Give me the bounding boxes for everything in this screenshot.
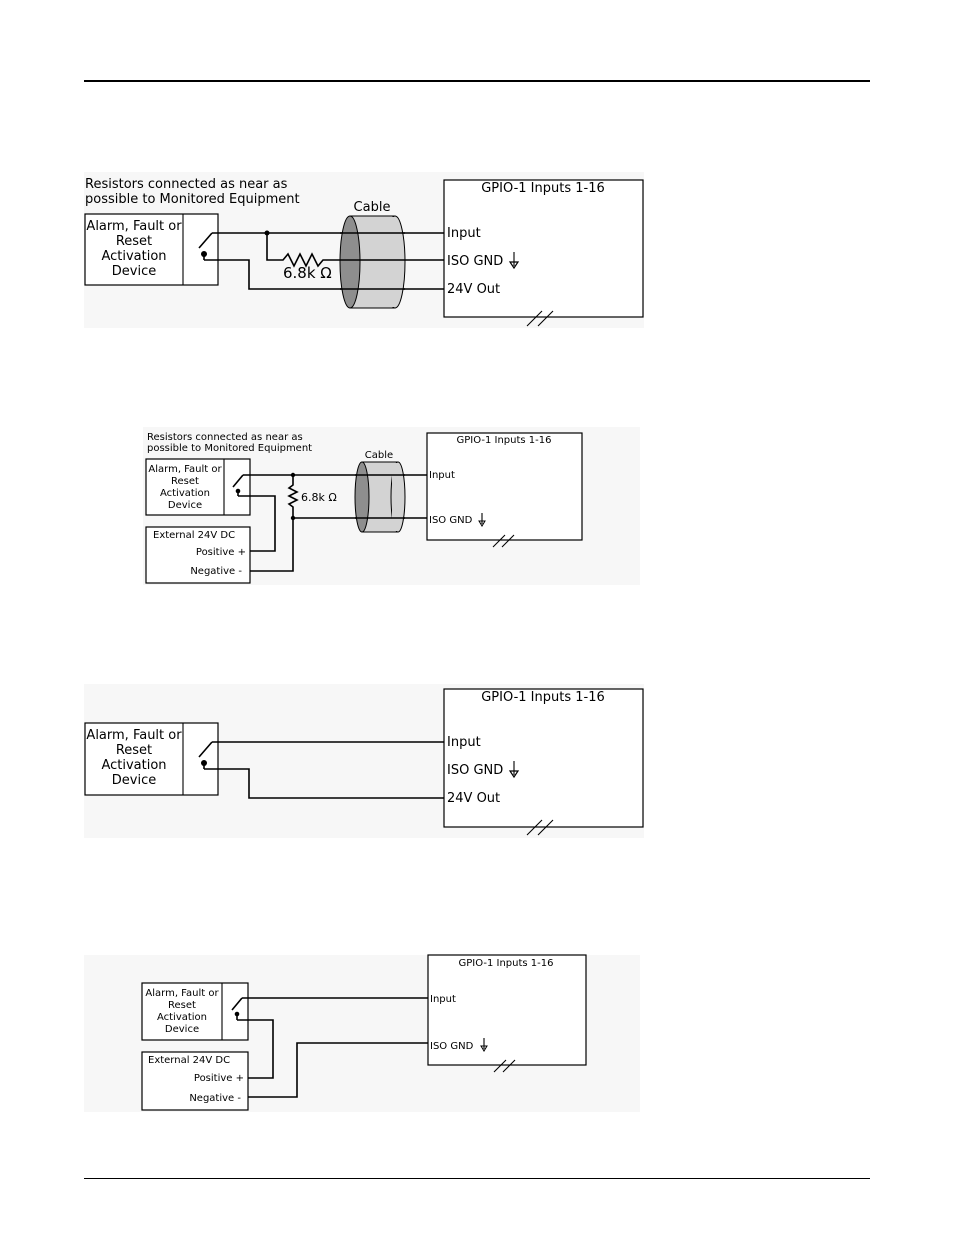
cable-label: Cable [354,200,391,215]
ground-icon [508,761,520,779]
contact-switch-icon [198,741,213,769]
pin-iso-gnd-label: ISO GND [447,763,503,778]
pin-input-label: Input [447,735,481,750]
supply-positive-label: Positive + [194,1073,244,1084]
pin-input-label: Input [430,994,456,1005]
pin-input-label: Input [429,470,455,481]
cable-icon [354,461,406,533]
gpio-title: GPIO-1 Inputs 1-16 [458,958,553,969]
device-label-line3: Activation [160,488,210,499]
gpio-module-box: GPIO-1 Inputs 1-16 Input ISO GND 24V Out [443,688,644,836]
footer-rule [84,1178,870,1179]
supply-negative-label: Negative - [189,1093,241,1104]
device-label-line3: Activation [157,1012,207,1023]
wiring-diagram-supervised-internal: Resistors connected as near as possible … [84,172,644,328]
supply-positive-label: Positive + [196,547,246,558]
break-mark-icon [492,534,515,548]
pin-iso-gnd-label: ISO GND [430,1041,474,1052]
pin-input-label: Input [447,226,481,241]
supply-title: External 24V DC [148,1055,230,1066]
activation-device-box: Alarm, Fault or Reset Activation Device [84,722,219,796]
ground-icon [508,252,520,270]
device-label-line3: Activation [101,249,166,264]
device-label-line1: Alarm, Fault or [86,728,182,743]
resistor-note-line1: Resistors connected as near as [85,177,288,192]
ground-icon [478,513,486,527]
gpio-title: GPIO-1 Inputs 1-16 [481,181,605,196]
device-label-line4: Device [112,264,156,279]
device-label-line4: Device [112,773,156,788]
positive-supply-wire [237,1019,274,1079]
contact-switch-icon [198,232,213,260]
pin-iso-gnd-label: ISO GND [447,254,503,269]
activation-device-box: Alarm, Fault or Reset Activation Device [84,213,219,286]
24v-out-wire [204,768,444,799]
activation-device-box: Alarm, Fault or Reset Activation Device [145,458,251,516]
device-label-line2: Reset [168,1000,196,1011]
device-label-line4: Device [165,1024,199,1035]
resistor-note-line2: possible to Monitored Equipment [147,443,312,454]
cable-label: Cable [365,450,393,461]
activation-device-box: Alarm, Fault or Reset Activation Device [141,982,249,1041]
gpio-title: GPIO-1 Inputs 1-16 [456,435,551,446]
gpio-module-box: GPIO-1 Inputs 1-16 Input ISO GND [426,432,583,548]
cable-icon [339,215,406,309]
break-mark-icon [526,310,554,327]
gpio-module-box: GPIO-1 Inputs 1-16 Input ISO GND 24V Out [443,179,644,327]
break-mark-icon [493,1059,516,1073]
wiring-diagram-unsupervised-external: Alarm, Fault or Reset Activation Device … [84,954,640,1112]
device-label-line1: Alarm, Fault or [145,988,219,999]
device-label-line1: Alarm, Fault or [148,464,222,475]
wiring-diagram-unsupervised-internal: Alarm, Fault or Reset Activation Device … [84,684,644,838]
supply-negative-label: Negative - [190,566,242,577]
device-label-line2: Reset [116,234,152,249]
gpio-title: GPIO-1 Inputs 1-16 [481,690,605,705]
pin-24v-out-label: 24V Out [447,282,500,297]
contact-switch-icon [232,474,244,496]
device-label-line1: Alarm, Fault or [86,219,182,234]
resistor-note-line2: possible to Monitored Equipment [85,192,300,207]
ground-icon [480,1038,488,1052]
device-label-line4: Device [168,500,202,511]
resistor-label: 6.8k Ω [301,491,337,504]
header-rule [84,80,870,82]
contact-switch-icon [231,997,243,1020]
break-mark-icon [526,819,554,836]
wiring-diagram-supervised-external: Resistors connected as near as possible … [143,427,640,585]
device-label-line3: Activation [101,758,166,773]
pin-24v-out-label: 24V Out [447,791,500,806]
external-supply-box: External 24V DC Positive + Negative - [145,526,251,584]
resistor-6.8k-icon [287,475,299,518]
supply-title: External 24V DC [153,530,235,541]
gpio-module-box: GPIO-1 Inputs 1-16 Input ISO GND [427,954,587,1073]
device-label-line2: Reset [116,743,152,758]
iso-gnd-wire [248,1042,428,1098]
resistor-label: 6.8k Ω [283,264,332,282]
device-label-line2: Reset [171,476,199,487]
external-supply-box: External 24V DC Positive + Negative - [141,1051,249,1111]
pin-iso-gnd-label: ISO GND [429,515,473,526]
resistor-note-line1: Resistors connected as near as [147,432,303,443]
resistor-6.8k-icon [266,233,444,268]
positive-supply-wire [238,495,276,552]
